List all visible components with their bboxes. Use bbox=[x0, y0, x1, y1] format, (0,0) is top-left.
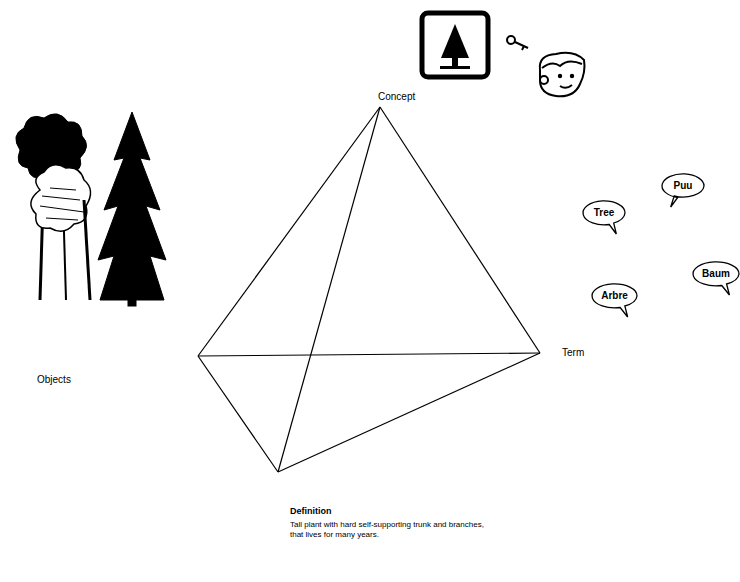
term-word: Tree bbox=[594, 207, 615, 219]
tetrahedron bbox=[198, 107, 540, 472]
key-icon bbox=[507, 36, 528, 50]
term-word: Puu bbox=[674, 180, 693, 192]
trees bbox=[16, 112, 166, 306]
speech-bubble: Puu bbox=[661, 173, 705, 199]
bubble-shape bbox=[693, 262, 739, 295]
definition-heading: Definition bbox=[290, 505, 332, 517]
bubble-shape bbox=[662, 174, 704, 207]
vertex-label: Concept bbox=[378, 91, 415, 103]
bubble-shape bbox=[583, 201, 625, 234]
bubble-shape bbox=[592, 284, 637, 317]
vertex-label: Objects bbox=[37, 374, 71, 386]
term-word: Baum bbox=[702, 268, 730, 280]
speech-bubble: Arbre bbox=[591, 283, 638, 309]
person-face bbox=[540, 53, 585, 96]
definition-text: Tall plant with hard self-supporting tru… bbox=[290, 520, 495, 540]
term-word: Arbre bbox=[601, 290, 628, 302]
speech-bubble: Baum bbox=[692, 261, 740, 287]
speech-bubble: Tree bbox=[582, 200, 626, 226]
vertex-label: Term bbox=[562, 347, 584, 359]
concept-icon bbox=[422, 13, 488, 77]
